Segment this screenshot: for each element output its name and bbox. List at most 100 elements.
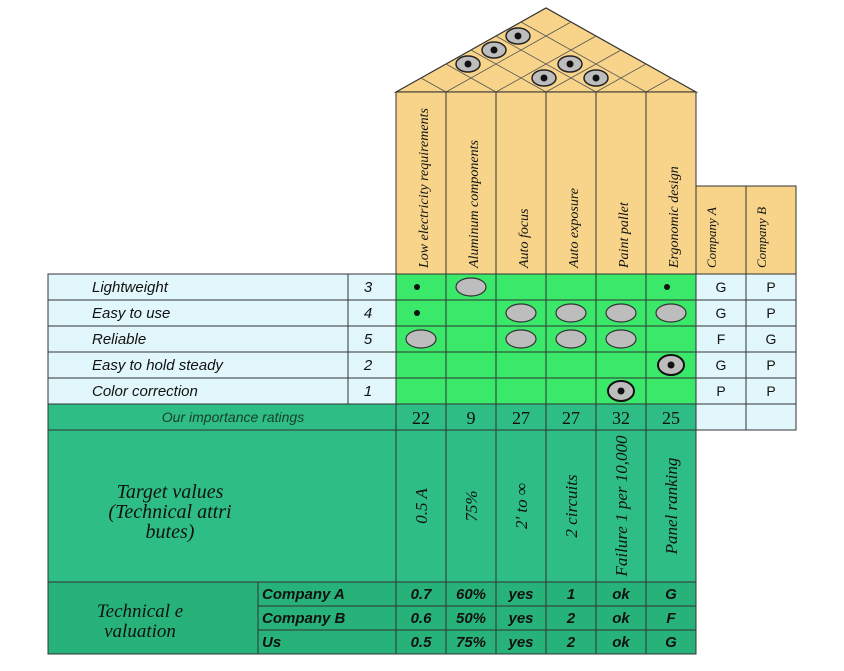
- medium-relationship-icon: [405, 329, 437, 349]
- importance-ratings-label: Our importance ratings: [162, 409, 304, 425]
- evaluation-value: ok: [612, 634, 630, 651]
- competitor-rating: G: [716, 357, 727, 373]
- target-value: 75%: [462, 490, 481, 521]
- relationship-cell: [445, 377, 497, 405]
- target-value-cell: [495, 429, 547, 583]
- importance-rating-value: 27: [512, 408, 530, 428]
- relationship-cell: [645, 273, 697, 301]
- competitor-rating: G: [716, 305, 727, 321]
- evaluation-value-cell: [545, 605, 597, 631]
- relationship-cell: [595, 351, 647, 379]
- medium-relationship-icon: [505, 329, 537, 349]
- roof-grid-line: [495, 35, 597, 93]
- importance-value: 2: [363, 357, 373, 374]
- evaluation-value: F: [666, 610, 676, 627]
- tech-req-header-cell: [545, 91, 597, 275]
- competitor-rating-cell: [745, 273, 797, 301]
- relationship-cell: [395, 273, 447, 301]
- importance-rating-value: 9: [467, 408, 476, 428]
- importance-rating-cell: [495, 403, 547, 431]
- target-value: Failure 1 per 10,000: [612, 435, 631, 578]
- importance-cell: [347, 377, 397, 405]
- tech-req-label: Paint pallet: [617, 201, 632, 269]
- competitor-label: Company A: [704, 207, 719, 268]
- evaluation-value-cell: [395, 581, 447, 607]
- competitor-rating: P: [766, 305, 775, 321]
- evaluation-value: yes: [507, 634, 533, 651]
- customer-requirement-cell: [47, 377, 349, 405]
- roof-grid-line: [470, 49, 547, 93]
- competitor-rating-cell: [695, 377, 747, 405]
- evaluation-value: ok: [612, 610, 630, 627]
- roof-correlation-dot-icon: [566, 60, 574, 68]
- medium-relationship-icon: [505, 303, 537, 323]
- weak-relationship-icon: [414, 310, 420, 316]
- tech-req-header-cell: [595, 91, 647, 275]
- evaluation-row-label-cell: [257, 605, 397, 631]
- medium-relationship-icon: [455, 277, 487, 297]
- evaluation-value-cell: [595, 629, 647, 655]
- strong-relationship-dot-icon: [667, 361, 675, 369]
- relationship-cell: [495, 377, 547, 405]
- roof-correlation-dot-icon: [490, 46, 498, 54]
- target-value: 2 circuits: [562, 474, 581, 537]
- evaluation-value-cell: [495, 629, 547, 655]
- evaluation-value: G: [665, 586, 677, 603]
- roof-grid-line: [445, 21, 572, 93]
- target-value: 2' to ∞: [512, 483, 531, 529]
- target-value: Panel ranking: [662, 458, 681, 556]
- relationship-cell: [395, 377, 447, 405]
- roof-correlation-dot-icon: [540, 74, 548, 82]
- evaluation-value: 50%: [456, 610, 486, 627]
- relationship-cell: [445, 325, 497, 353]
- relationship-cell: [495, 351, 547, 379]
- roof-grid-line: [645, 77, 672, 93]
- customer-requirement-cell: [47, 299, 349, 327]
- importance-rating-value: 27: [562, 408, 580, 428]
- evaluation-value-cell: [445, 629, 497, 655]
- empty-cell: [745, 403, 797, 431]
- tech-req-header-cell: [495, 91, 547, 275]
- customer-requirement-label: Easy to use: [92, 305, 170, 322]
- competitor-label: Company B: [754, 207, 769, 268]
- technical-evaluation-label-cell: [47, 581, 259, 655]
- target-value-cell: [545, 429, 597, 583]
- importance-rating-value: 22: [412, 408, 430, 428]
- importance-value: 4: [364, 305, 372, 322]
- importance-ratings-label-cell: [47, 403, 397, 431]
- tech-req-label: Low electricity requirements: [417, 108, 432, 269]
- importance-value: 3: [364, 279, 373, 296]
- competitor-rating-cell: [695, 273, 747, 301]
- empty-cell: [695, 403, 747, 431]
- target-value-cell: [595, 429, 647, 583]
- relationship-cell: [445, 299, 497, 327]
- customer-requirement-cell: [47, 325, 349, 353]
- importance-rating-value: 25: [662, 408, 680, 428]
- target-value: 0.5 A: [412, 488, 431, 524]
- customer-requirement-label: Easy to hold steady: [92, 357, 224, 374]
- evaluation-value-cell: [595, 581, 647, 607]
- roof-correlation-dot-icon: [592, 74, 600, 82]
- competitor-rating-cell: [695, 351, 747, 379]
- importance-value: 5: [364, 331, 373, 348]
- competitor-rating: P: [766, 383, 775, 399]
- competitor-rating: P: [766, 279, 775, 295]
- evaluation-row-label-cell: [257, 581, 397, 607]
- relationship-cell: [545, 273, 597, 301]
- relationship-cell: [595, 273, 647, 301]
- evaluation-value: yes: [507, 610, 533, 627]
- relationship-cell: [645, 325, 697, 353]
- competitor-rating: P: [716, 383, 725, 399]
- competitor-rating: F: [717, 331, 726, 347]
- target-values-label-cell: [47, 429, 397, 583]
- evaluation-row-label: Company B: [262, 610, 346, 627]
- competitor-header-cell: [745, 185, 797, 275]
- tech-req-label: Auto exposure: [567, 188, 582, 269]
- evaluation-value: 2: [566, 610, 576, 627]
- importance-value: 1: [364, 383, 372, 400]
- competitor-rating: P: [766, 357, 775, 373]
- importance-rating-cell: [445, 403, 497, 431]
- tech-req-label: Ergonomic design: [667, 166, 682, 269]
- evaluation-value: 0.7: [411, 586, 433, 603]
